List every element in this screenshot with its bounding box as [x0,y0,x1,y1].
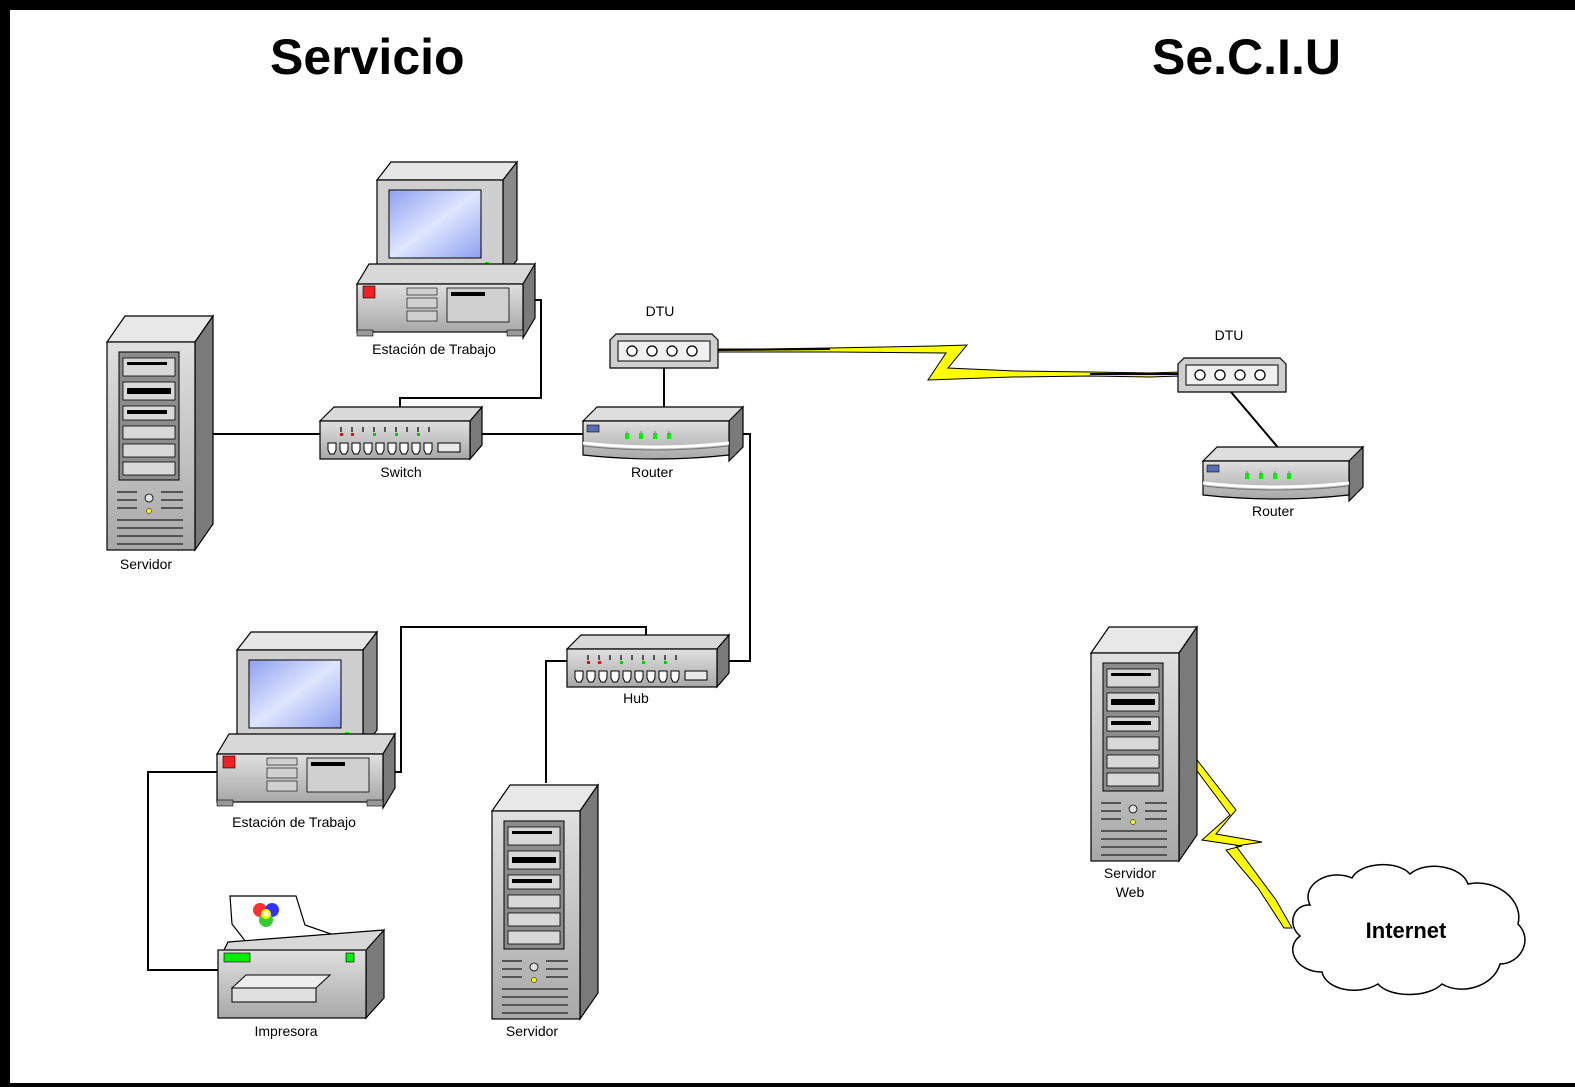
link-hub-workstation [393,626,647,773]
label-switch: Switch [380,464,421,480]
link-router-hub [724,433,751,662]
printer-icon [216,895,386,1020]
link-workstation-printer [147,771,218,971]
label-server-left: Servidor [120,556,172,572]
connection-lines [147,299,1282,971]
server-bottom-icon [491,784,599,1020]
link-switch-workstation [399,299,542,412]
label-printer: Impresora [254,1023,317,1039]
workstation-bottom-icon [216,631,396,809]
label-dtu-right: DTU [1215,327,1244,343]
label-hub: Hub [623,690,649,706]
section-title-seciu: Se.C.I.U [1152,29,1341,85]
hub-icon [566,634,730,688]
label-server-bottom: Servidor [506,1023,558,1039]
workstation-top-icon [356,161,536,339]
dtu-right-icon [1177,357,1287,393]
label-dtu-left: DTU [646,303,675,319]
label-workstation-bottom: Estación de Trabajo [232,814,356,830]
router-right-icon [1201,445,1365,503]
switch-icon [319,406,483,460]
router-left-icon [581,405,745,463]
label-web-server-line2: Web [1116,884,1145,900]
label-web-server-line1: Servidor [1104,865,1156,881]
section-title-servicio: Servicio [270,29,465,85]
link-dtu-router-right [1230,391,1282,452]
web-server-icon [1090,626,1198,862]
link-hub-server [545,660,574,783]
dtu-left-icon [609,333,719,369]
server-left-icon [106,315,214,551]
internet-cloud-icon [1292,863,1526,996]
label-router-right: Router [1252,503,1294,519]
label-router-left: Router [631,464,673,480]
label-internet: Internet [1366,918,1447,943]
label-workstation-top: Estación de Trabajo [372,341,496,357]
